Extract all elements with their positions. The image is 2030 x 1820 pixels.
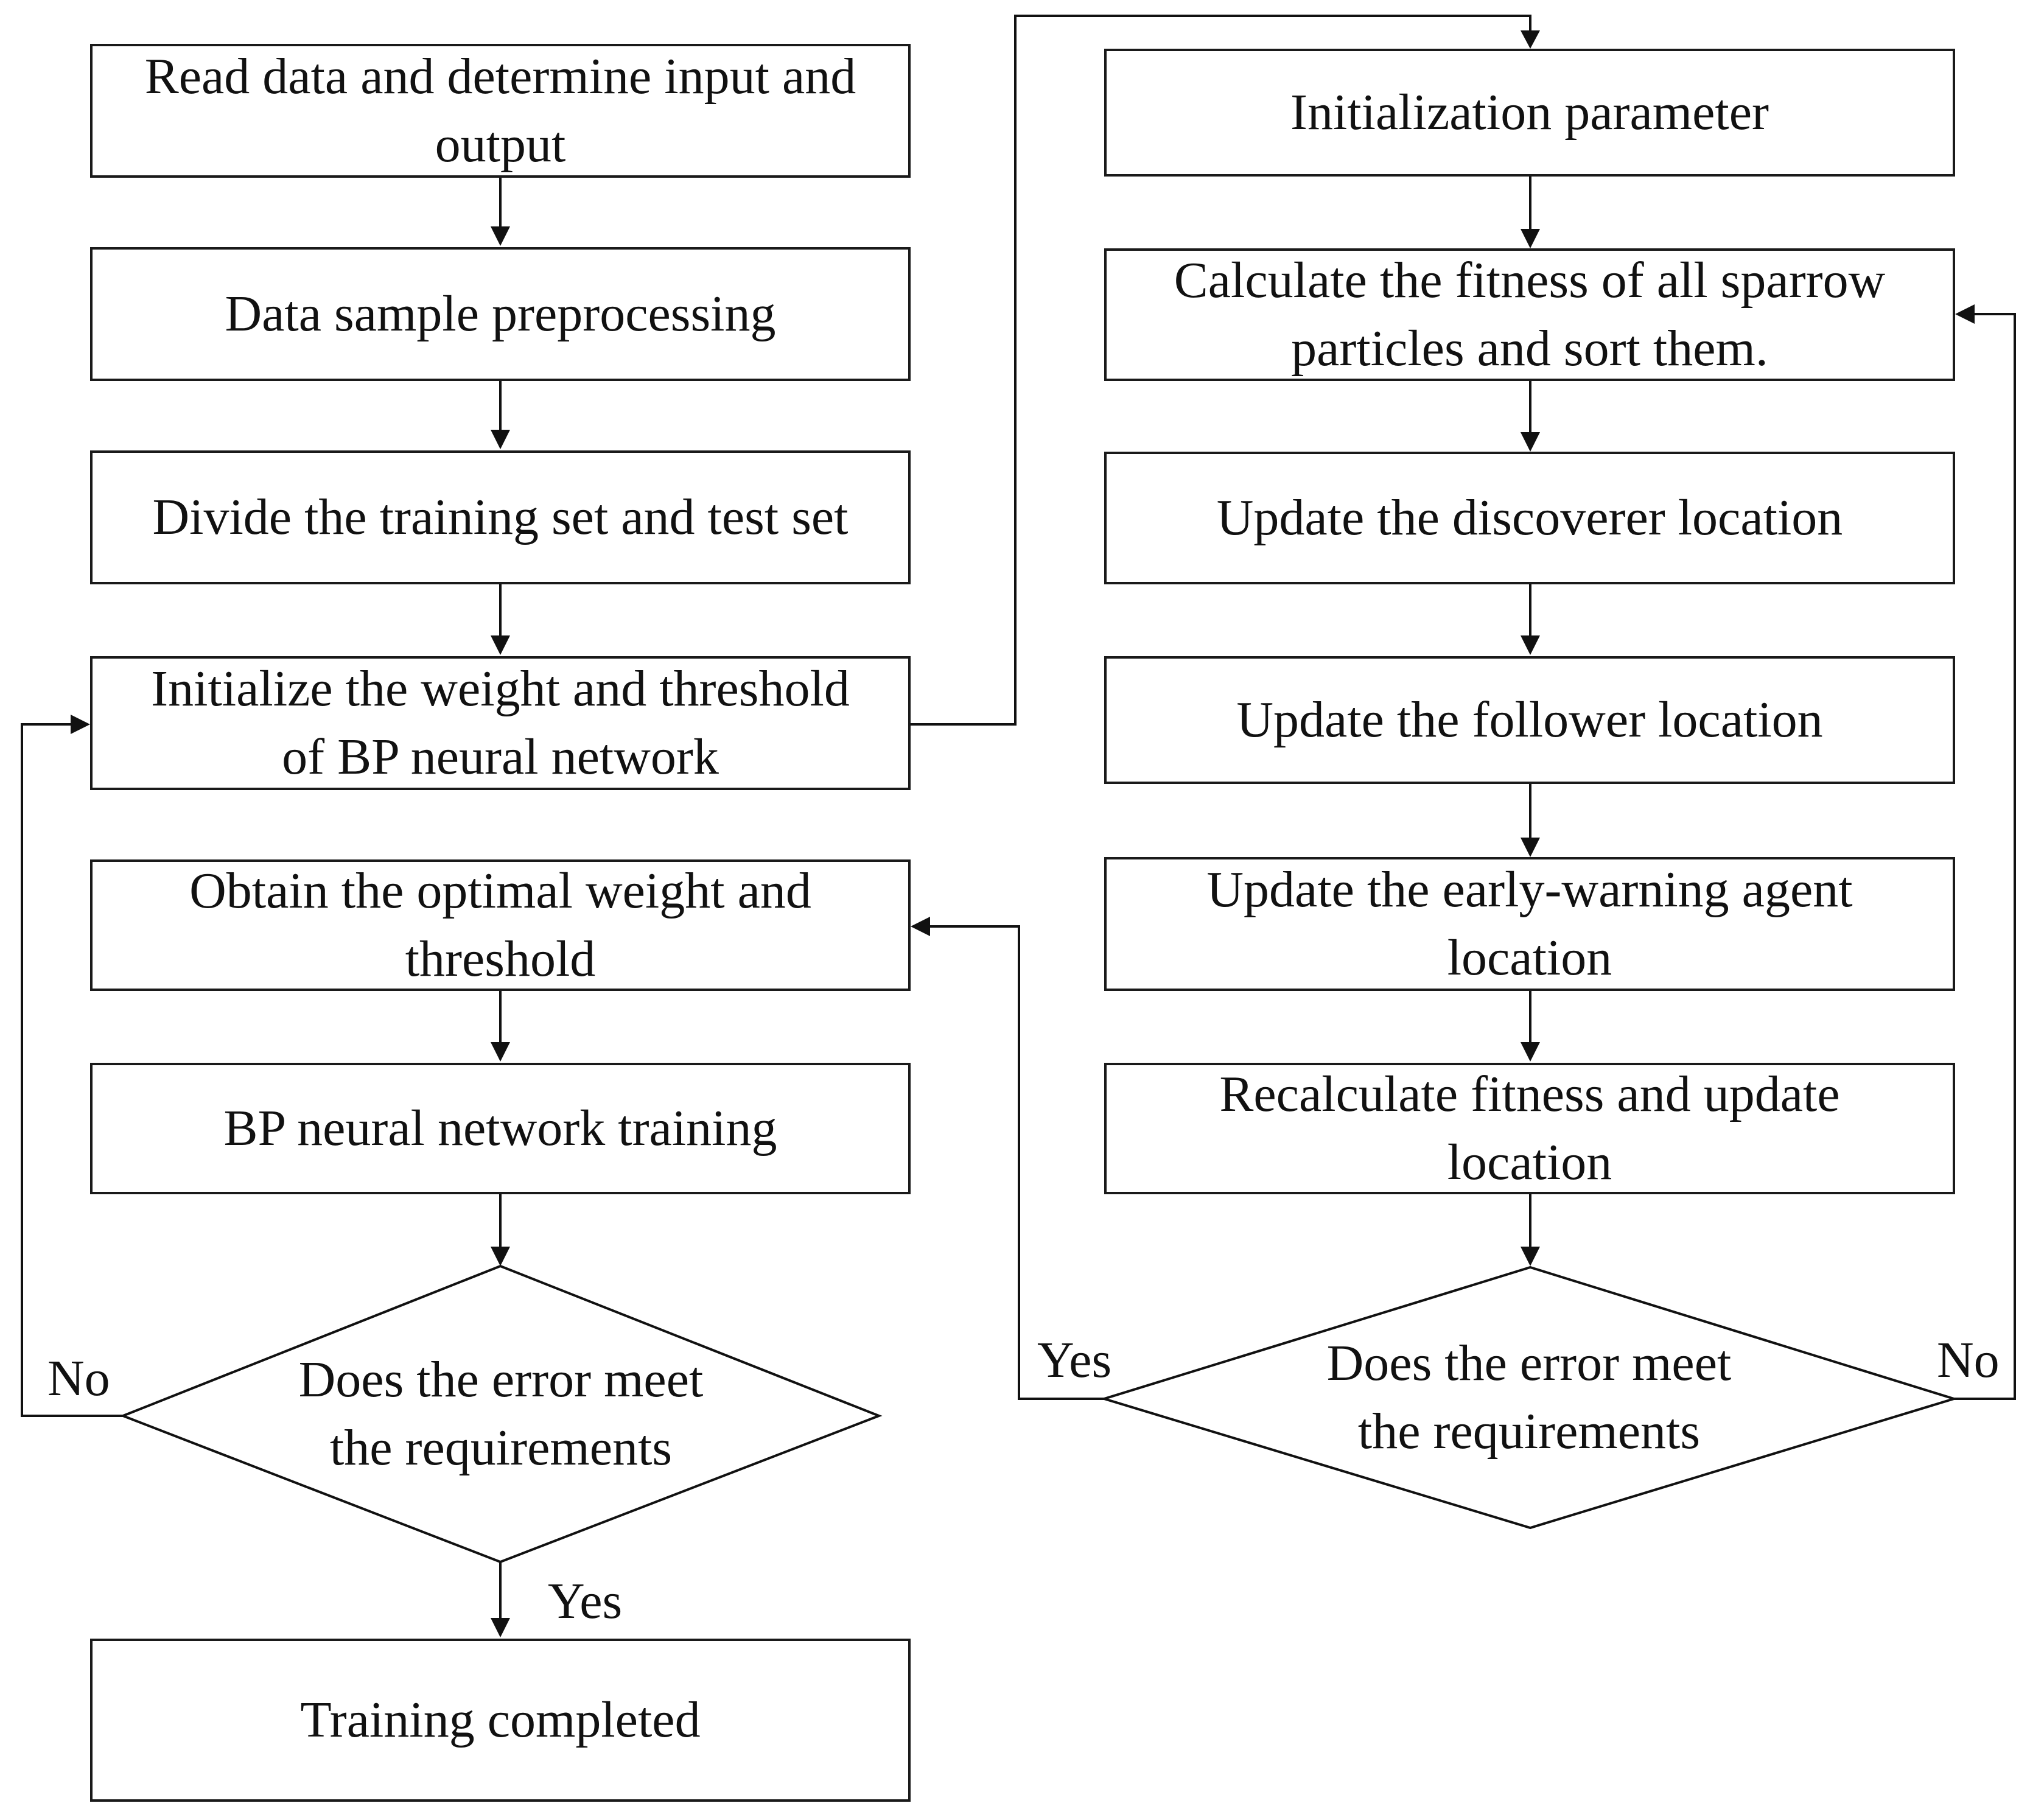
update-discoverer-box: Update the discoverer location [1104,452,1955,584]
edge-label-right-no: No [1937,1332,2000,1388]
preprocess-label: Data sample preprocessing [225,285,776,342]
init-weights-box: Initialize the weight and threshold of B… [90,656,911,790]
edge-label-left-no: No [47,1350,110,1407]
decision-shape-right [1100,1265,1958,1530]
arrowhead [1521,229,1540,248]
arrowhead [491,1247,510,1266]
arrowhead [491,1042,510,1062]
edge-label-left-yes: Yes [548,1573,623,1629]
init-weights-label: Initialize the weight and threshold of B… [151,660,850,785]
decision-right-label: Does the error meet the requirements [1326,1335,1732,1460]
edge-label-right-yes: Yes [1037,1332,1112,1388]
update-follower-box: Update the follower location [1104,656,1955,784]
decision-right: Does the error meet the requirements [1104,1267,1954,1528]
link-yes-to-optimal [917,925,1104,1400]
obtain-optimal-box: Obtain the optimal weight and threshold [90,859,911,991]
decision-shape-left [119,1264,883,1564]
arrowhead [491,226,510,246]
training-completed-label: Training completed [300,1692,701,1748]
link-init-to-param [911,15,1531,726]
divide-sets-box: Divide the training set and test set [90,450,911,584]
bp-training-label: BP neural network training [223,1100,777,1157]
arrowhead [1521,1247,1540,1266]
init-param-label: Initialization parameter [1290,84,1769,141]
arrowhead [1955,304,1975,324]
init-param-box: Initialization parameter [1104,49,1955,177]
arrowhead [491,635,510,655]
decision-left: Does the error meet the requirements [123,1266,879,1562]
update-follower-label: Update the follower location [1236,691,1823,748]
arrowhead [491,1618,510,1637]
read-data-label: Read data and determine input and output [144,48,856,173]
arrowhead [1521,635,1540,655]
loop-no-to-fitness [1954,313,2016,1400]
arrowhead [911,917,930,936]
calc-fitness-label: Calculate the fitness of all sparrow par… [1174,252,1886,377]
decision-left-label: Does the error meet the requirements [298,1351,704,1476]
preprocess-box: Data sample preprocessing [90,247,911,381]
arrowhead [1521,30,1540,49]
arrowhead [491,430,510,449]
recalculate-box: Recalculate fitness and update location [1104,1063,1955,1194]
arrowhead [1521,432,1540,452]
arrowhead [1521,1042,1540,1062]
update-discoverer-label: Update the discoverer location [1216,489,1843,546]
update-early-warning-label: Update the early-warning agent location [1206,861,1853,986]
calc-fitness-box: Calculate the fitness of all sparrow par… [1104,248,1955,381]
training-completed-box: Training completed [90,1639,911,1802]
loop-no-to-init [21,723,123,1417]
divide-sets-label: Divide the training set and test set [152,489,849,545]
read-data-box: Read data and determine input and output [90,44,911,178]
bp-training-box: BP neural network training [90,1063,911,1194]
arrowhead [1521,838,1540,857]
arrowhead [71,715,90,734]
update-early-warning-box: Update the early-warning agent location [1104,857,1955,991]
recalculate-label: Recalculate fitness and update location [1219,1066,1840,1191]
obtain-optimal-label: Obtain the optimal weight and threshold [189,863,811,987]
